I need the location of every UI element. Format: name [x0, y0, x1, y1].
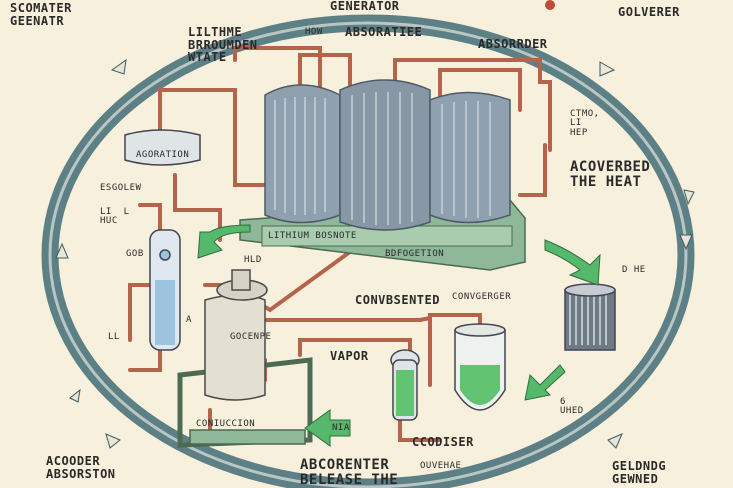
ring-arrow-icon	[599, 61, 616, 77]
label-ccodiser: CCODISER	[412, 435, 474, 449]
label-dhe: D HE	[622, 265, 646, 275]
label-gelondg: GELDNDG GEWNED	[612, 459, 667, 486]
label-top-left: SCOMATER GEENATR	[10, 1, 72, 28]
label-vapor: VAPOR	[330, 349, 369, 363]
label-ra: A	[186, 315, 192, 325]
absorber-vessel	[177, 269, 313, 448]
tank-1	[264, 84, 341, 224]
ring-arrow-icon	[607, 433, 623, 449]
label-ll: LL	[108, 332, 120, 342]
collection-cone	[454, 323, 506, 411]
ring-arrow-icon	[55, 242, 69, 259]
ring-arrow-icon	[679, 234, 693, 251]
ring-arrow-icon	[69, 388, 81, 403]
condenser-flask	[390, 349, 420, 421]
label-how: HOW	[305, 27, 323, 37]
label-absorrder: ABSORRDER	[478, 37, 548, 51]
generator-tanks	[264, 79, 511, 231]
label-ouvehae: OUVEHAE	[420, 461, 462, 471]
label-gocenpe: GOCENPE	[230, 332, 272, 342]
ring-arrow-icon	[110, 58, 127, 75]
cycle-ring	[41, 14, 695, 488]
label-top-center: GENERATOR	[330, 0, 400, 13]
ring-arrows	[55, 58, 695, 449]
label-ctmo: CTMO, LI HEP	[570, 109, 600, 138]
left-column	[124, 129, 201, 351]
flow-arrow-icon	[524, 364, 566, 401]
ring-marker-icon	[545, 0, 555, 10]
label-nia: NIA	[332, 423, 350, 433]
tank-3	[429, 91, 511, 224]
label-gob: GOB	[126, 249, 144, 259]
label-bdfogetion: BDFOGETION	[385, 249, 445, 259]
label-coniuccion: CONIUCCION	[196, 419, 256, 429]
flow-arrow-icon	[304, 409, 351, 447]
tank-2	[339, 79, 431, 231]
flow-arrow-icon	[544, 239, 601, 286]
label-lithium: LILTHME BRROUMDEN WTATE	[188, 25, 258, 65]
label-agoration: AGORATION	[136, 150, 190, 160]
label-aborenter: ABCORENTER BELEASE THE	[300, 457, 399, 488]
flow-arrows	[197, 224, 601, 447]
ring-arrow-icon	[105, 433, 121, 449]
label-li-huc: LI L HUC	[100, 207, 130, 227]
flow-arrow-icon	[197, 224, 251, 259]
label-hld: HLD	[244, 255, 262, 265]
label-lithium-bosnote: LITHIUM BOSNOTE	[268, 231, 357, 241]
label-convgerger: CONVGERGER	[452, 292, 512, 302]
label-acooder: ACOODER ABSORSTON	[46, 454, 116, 481]
ring-arrow-icon	[683, 189, 695, 206]
label-absoratiee: ABSORATIEE	[345, 25, 423, 39]
label-acoverbed: ACOVERBED THE HEAT	[570, 159, 651, 190]
label-esgolew: ESGOLEW	[100, 183, 142, 193]
label-uhed: 6 UHED	[560, 397, 584, 417]
label-convbsented: CONVBSENTED	[355, 293, 440, 307]
label-top-right: GOLVERER	[618, 5, 680, 19]
coil-unit	[564, 283, 616, 351]
